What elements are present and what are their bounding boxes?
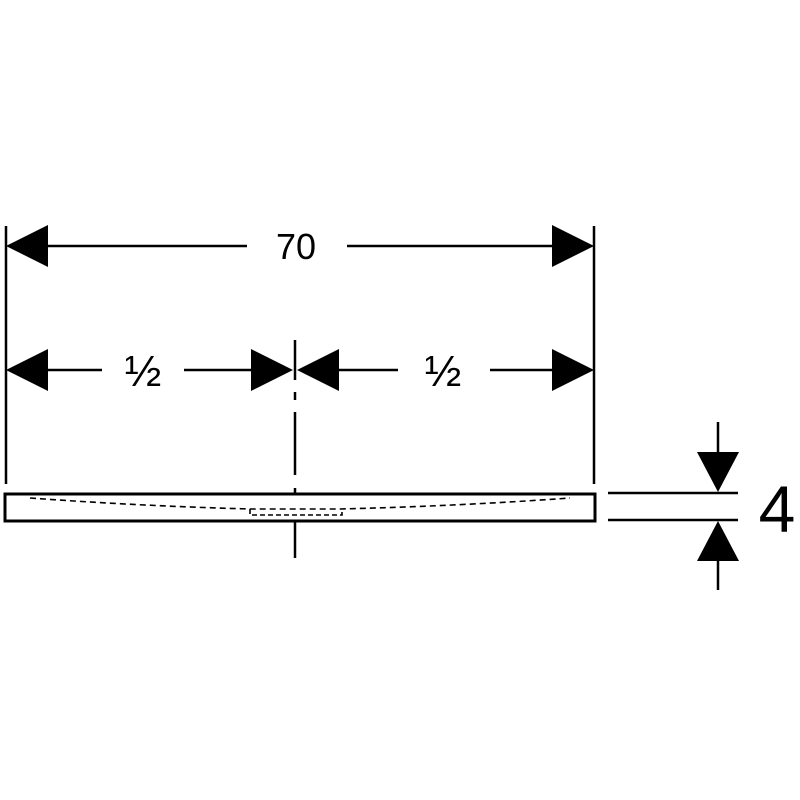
- half-left-arrow-right: [251, 349, 293, 391]
- thickness-label: 4: [759, 472, 796, 546]
- thickness-dimension: 4: [697, 422, 795, 590]
- plate-rect: [3, 492, 597, 523]
- half-right-arrow-right: [552, 349, 594, 391]
- overall-width-label: 70: [276, 226, 316, 267]
- extension-lines: [4, 226, 738, 522]
- overall-arrow-left: [6, 225, 48, 267]
- plate-slope-dashed: [29, 497, 571, 510]
- half-left-arrow-left: [6, 349, 48, 391]
- half-width-dimensions: ½ ½: [6, 347, 594, 396]
- right-half-label: ½: [425, 347, 462, 396]
- plate-drain-recess: [249, 509, 343, 516]
- overall-width-dimension: 70: [6, 225, 594, 267]
- plate-outline: [3, 492, 597, 523]
- half-right-arrow-left: [297, 349, 339, 391]
- thickness-arrow-top: [697, 452, 739, 492]
- left-half-label: ½: [125, 347, 162, 396]
- overall-arrow-right: [552, 225, 594, 267]
- thickness-arrow-bottom: [697, 521, 739, 561]
